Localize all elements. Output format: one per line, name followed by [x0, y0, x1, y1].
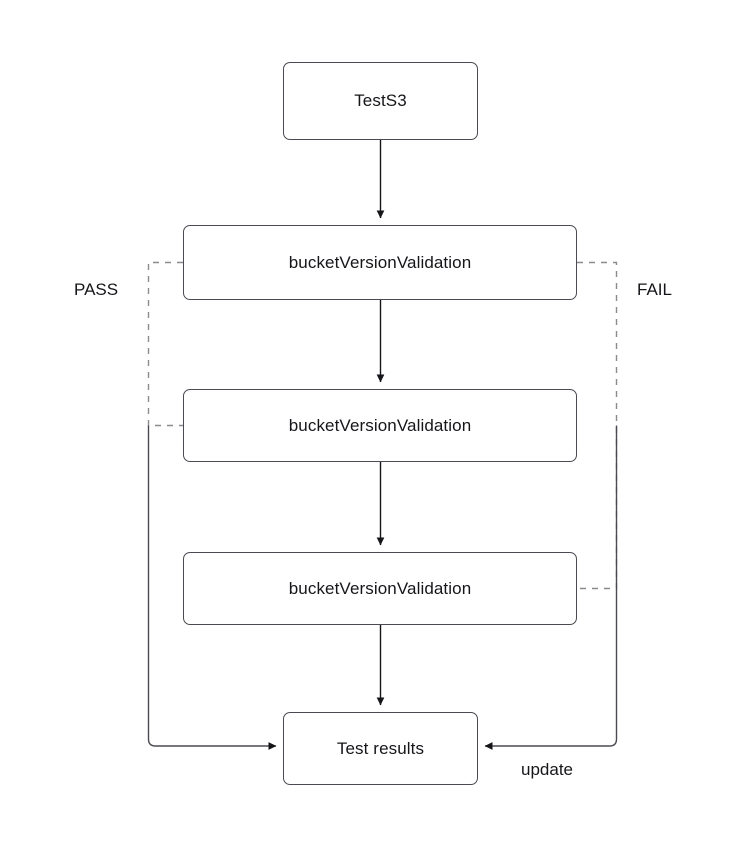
edge-fail-branch-dashed	[577, 261, 618, 590]
node-test-s3[interactable]: TestS3	[283, 62, 478, 140]
node-label: Test results	[336, 738, 425, 758]
edge-fail-rail-to-test-results	[484, 425, 618, 750]
edge-label-fail: FAIL	[637, 280, 672, 299]
node-bucket-version-validation-3[interactable]: bucketVersionValidation	[183, 552, 577, 625]
node-label: TestS3	[354, 91, 407, 110]
edge-label-pass: PASS	[74, 280, 119, 299]
node-test-results[interactable]: Test results	[283, 712, 478, 785]
node-label: bucketVersionValidation	[288, 578, 472, 598]
node-label: bucketVersionValidation	[288, 415, 472, 435]
node-label: bucketVersionValidation	[288, 252, 472, 272]
node-bucket-version-validation-2[interactable]: bucketVersionValidation	[183, 389, 577, 462]
edge-pass-branch-dashed	[147, 261, 183, 427]
node-bucket-version-validation-1[interactable]: bucketVersionValidation	[183, 225, 577, 300]
edge-pass-rail-to-test-results	[147, 425, 277, 750]
edge-label-update: update	[521, 760, 573, 779]
